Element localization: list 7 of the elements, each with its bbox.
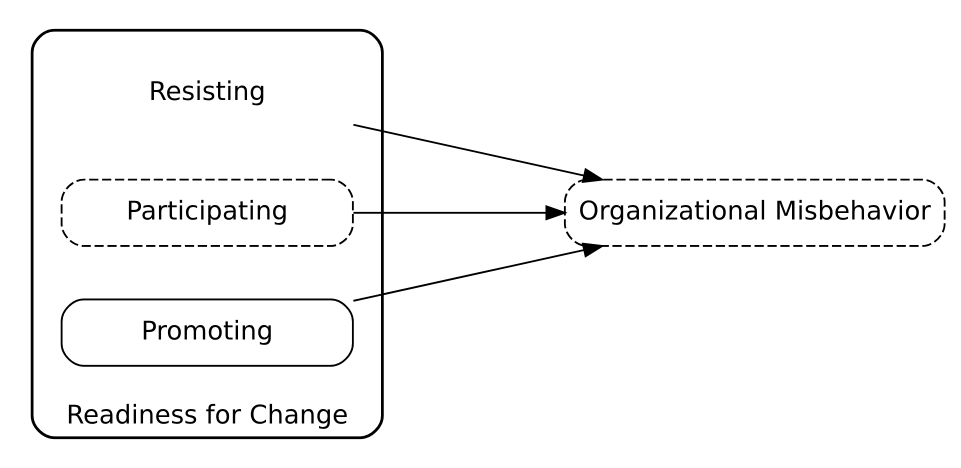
arrow bbox=[352, 124, 604, 184]
node-text: Resisting bbox=[148, 76, 266, 107]
node-box: Promoting bbox=[60, 298, 354, 367]
node-box: Participating bbox=[60, 178, 354, 247]
arrow bbox=[352, 205, 568, 221]
arrow bbox=[352, 242, 604, 302]
node-box: Organizational Misbehavior bbox=[563, 178, 946, 247]
